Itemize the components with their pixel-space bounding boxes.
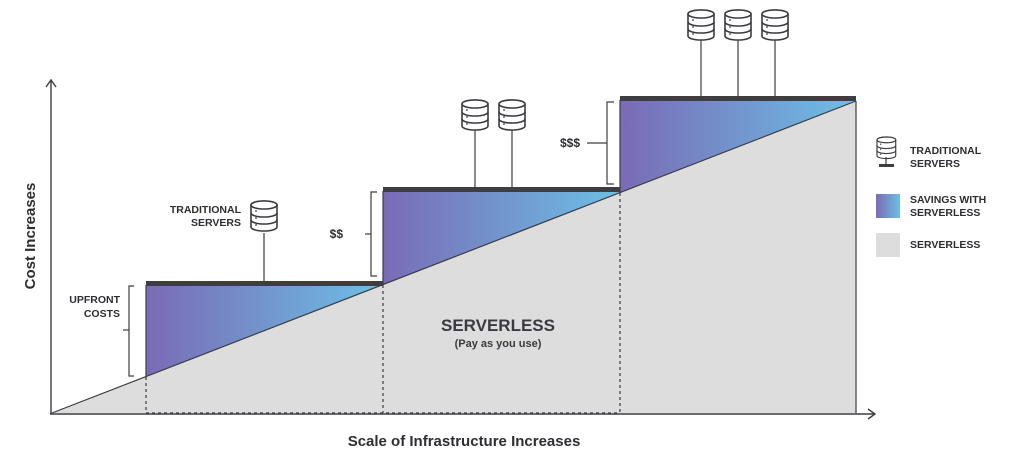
y-axis-arrow-icon: [45, 78, 57, 88]
step-bar-1: [146, 281, 383, 286]
database-server-icon: [724, 9, 752, 41]
server-stack-icon: [876, 136, 897, 160]
serverless-title: SERVERLESS: [441, 316, 555, 335]
upfront-costs-bracket: [128, 285, 134, 377]
cost-bracket-3: [606, 101, 614, 185]
legend-item-traditional-servers: TRADITIONAL SERVERS: [876, 136, 982, 170]
legend-item-serverless: SERVERLESS: [876, 233, 980, 257]
x-axis-arrow-icon: [867, 408, 877, 420]
database-server-icon: [498, 99, 526, 131]
database-server-icon: [250, 200, 278, 232]
upfront-costs-label-line2: COSTS: [84, 308, 120, 320]
serverless-subtitle: (Pay as you use): [455, 338, 542, 350]
cost-bracket-2: [370, 191, 377, 277]
step-bar-2: [383, 187, 620, 192]
database-server-icon: [687, 9, 715, 41]
traditional-servers-label-line2: SERVERS: [191, 217, 241, 229]
cost-label-3: $$$: [560, 136, 580, 150]
cost-label-2: $$: [330, 227, 344, 241]
upfront-costs-label-line1: UPFRONT: [69, 294, 120, 306]
x-axis-title: Scale of Infrastructure Increases: [348, 433, 581, 450]
legend-swatch-serverless: [876, 233, 900, 257]
serverless-cost-line: [51, 100, 857, 414]
legend-label-savings-line2: SERVERLESS: [910, 207, 980, 219]
traditional-servers-label-line1: TRADITIONAL: [170, 204, 242, 216]
legend-swatch-savings: [876, 194, 900, 218]
dashed-guides: [145, 193, 621, 414]
legend-label-traditional-line1: TRADITIONAL: [910, 145, 982, 157]
legend-label-savings-line1: SAVINGS WITH: [910, 194, 986, 206]
legend-label-traditional-line2: SERVERS: [910, 158, 960, 170]
database-server-icon: [461, 99, 489, 131]
step-bar-3: [620, 96, 856, 101]
legend: TRADITIONAL SERVERS SAVINGS WITH SERVERL…: [876, 136, 986, 257]
legend-label-serverless: SERVERLESS: [910, 239, 980, 251]
legend-base-bar: [879, 164, 894, 167]
database-server-icon: [761, 9, 789, 41]
y-axis-title: Cost Increases: [22, 183, 39, 290]
legend-item-savings: SAVINGS WITH SERVERLESS: [876, 194, 986, 219]
